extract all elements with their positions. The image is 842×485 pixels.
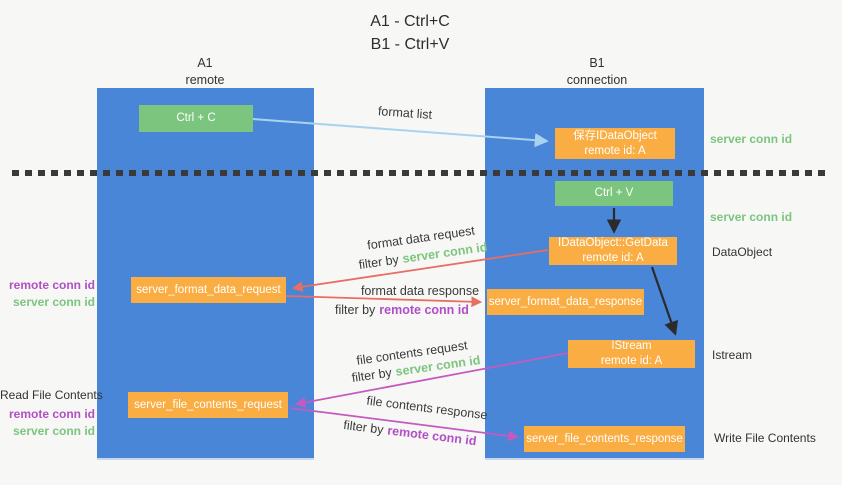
- label-read-file-contents: Read File Contents: [0, 388, 103, 402]
- label-left-conn-ids-top: remote conn id server conn id: [4, 277, 95, 312]
- label-remote-conn-id-2: remote conn id: [8, 407, 95, 421]
- arrow-label-file-contents-response: file contents response: [365, 393, 489, 423]
- diagram-title: A1 - Ctrl+C B1 - Ctrl+V: [295, 10, 525, 56]
- lane-header-a1: A1 remote: [140, 55, 270, 89]
- dotted-separator: [12, 170, 826, 176]
- node-file-request-label: server_file_contents_request: [134, 398, 282, 411]
- node-ctrl-c-label: Ctrl + C: [176, 112, 216, 125]
- node-server-format-data-request: server_format_data_request: [131, 277, 286, 303]
- node-ctrl-v-label: Ctrl + V: [594, 187, 634, 200]
- arrow-label-format-list: format list: [377, 104, 433, 122]
- title-line-1: A1 - Ctrl+C: [370, 13, 450, 30]
- node-server-file-contents-request: server_file_contents_request: [128, 392, 288, 418]
- lane-b1-subtitle: connection: [566, 72, 628, 87]
- node-format-response-label: server_format_data_response: [488, 295, 643, 308]
- lane-a1-subtitle: remote: [185, 72, 225, 87]
- node-server-file-contents-response: server_file_contents_response: [524, 426, 685, 452]
- label-write-file-contents: Write File Contents: [714, 431, 816, 445]
- filter-key-remote-conn-2: remote conn id: [386, 423, 478, 449]
- label-server-conn-id-2: server conn id: [12, 424, 95, 439]
- node-getdata-line2: remote id: A: [582, 252, 644, 264]
- node-file-response-label: server_file_contents_response: [526, 432, 683, 445]
- label-istream: Istream: [712, 348, 753, 362]
- label-server-conn-id-mid: server conn id: [710, 210, 793, 224]
- lane-b1-title: B1: [589, 56, 605, 70]
- filter-prefix-4: filter by: [342, 418, 385, 437]
- title-line-2: B1 - Ctrl+V: [370, 36, 450, 54]
- node-istream: IStream remote id: A: [568, 340, 695, 368]
- node-save-idataobject-line1: 保存IDataObject: [573, 129, 657, 142]
- node-server-format-data-response: server_format_data_response: [487, 289, 644, 315]
- label-server-conn-id-1: server conn id: [12, 295, 95, 310]
- arrow-label-format-data-response: format data response: [360, 284, 480, 298]
- node-idataobject-getdata: IDataObject::GetData remote id: A: [549, 237, 677, 265]
- label-remote-conn-id-1: remote conn id: [8, 278, 95, 292]
- filter-prefix-2: filter by: [335, 303, 376, 317]
- node-ctrl-v: Ctrl + V: [555, 181, 673, 206]
- filter-prefix-1: filter by: [357, 252, 400, 272]
- label-server-conn-id-top: server conn id: [710, 132, 793, 146]
- node-format-request-label: server_format_data_request: [136, 283, 281, 296]
- lane-a1-title: A1: [197, 56, 213, 70]
- label-left-conn-ids-bottom: remote conn id server conn id: [4, 406, 95, 441]
- lane-header-b1: B1 connection: [532, 55, 662, 89]
- node-save-idataobject: 保存IDataObject remote id: A: [555, 128, 675, 159]
- node-ctrl-c: Ctrl + C: [139, 105, 253, 132]
- node-save-idataobject-line2: remote id: A: [584, 144, 646, 157]
- filter-prefix-3: filter by: [350, 365, 393, 385]
- node-istream-line2: remote id: A: [600, 355, 663, 367]
- label-dataobject: DataObject: [712, 245, 773, 259]
- filter-key-remote-conn-1: remote conn id: [379, 303, 469, 317]
- node-getdata-line1: IDataObject::GetData: [558, 237, 668, 250]
- node-istream-line1: IStream: [611, 340, 652, 353]
